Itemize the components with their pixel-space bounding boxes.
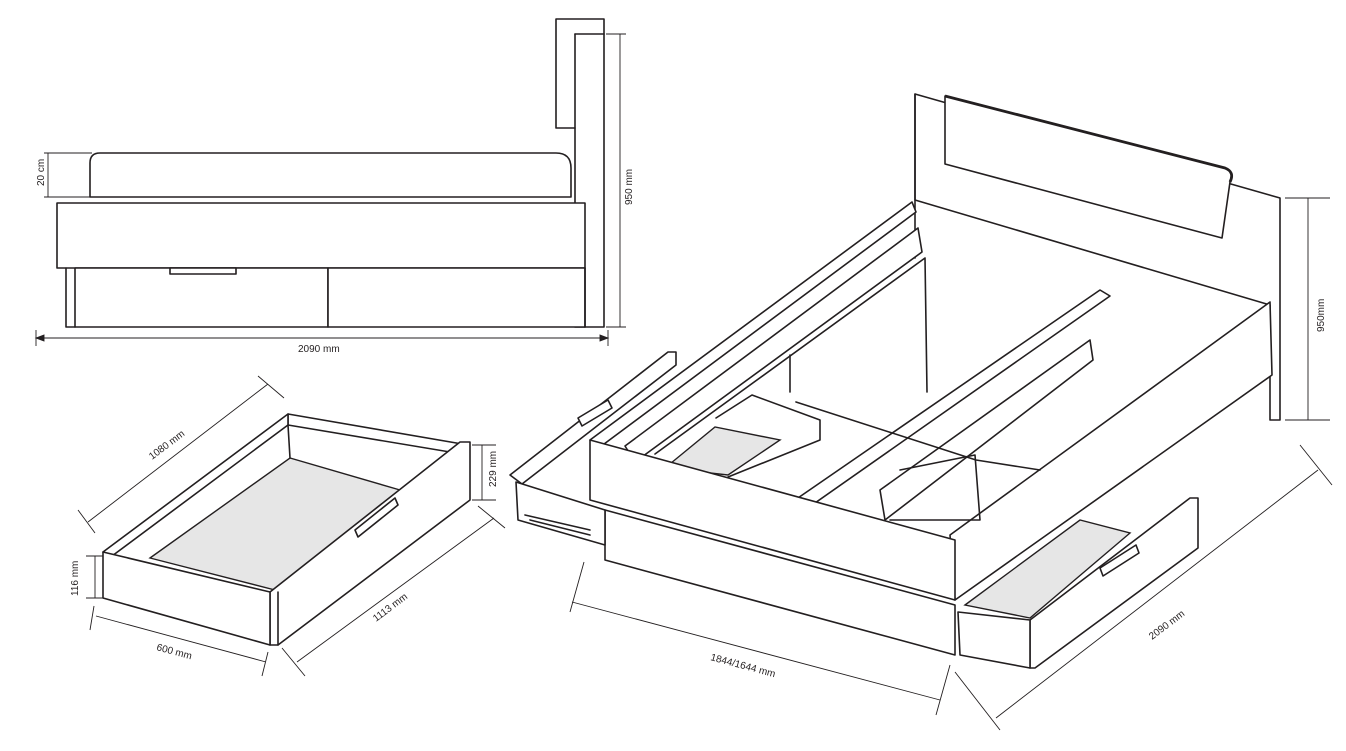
bed-right-rail: [949, 301, 1273, 601]
side-mattress: [89, 152, 572, 198]
dim-side-height: 950 mm: [624, 169, 635, 205]
bed-right-drawer-face: [957, 611, 1031, 669]
dim-drawer-depth: 1080 mm: [147, 429, 187, 463]
side-drawer-right: [327, 267, 586, 328]
dim-bed-height: 950mm: [1316, 299, 1327, 332]
bed-left-drawer-handle[interactable]: [577, 399, 613, 427]
dim-mattress-height: 20 cm: [36, 159, 47, 186]
bed-center-support: [879, 339, 1094, 521]
side-drawer-left: [74, 267, 329, 328]
bed-left-rail-inner: [624, 227, 923, 463]
bed-left-rail-outer: [589, 201, 917, 451]
dim-drawer-inner-height: 116 mm: [70, 561, 81, 596]
dim-bed-width: 1844/1644 mm: [709, 652, 776, 680]
dim-side-length: 2090 mm: [298, 344, 340, 355]
drawer-handle[interactable]: [354, 497, 399, 538]
side-frame-rail: [56, 202, 586, 269]
side-view: 20 cm 950 mm 2090 mm: [34, 18, 635, 355]
dim-drawer-outer-length: 1113 mm: [371, 591, 410, 624]
drawer-view: 1080 mm 1113 mm 600 mm 229 mm 116 mm: [70, 375, 506, 677]
drawer-front-face: [102, 551, 271, 646]
dim-bed-length: 2090 mm: [1147, 609, 1187, 643]
side-drawer-handle: [169, 267, 237, 275]
bed-view: 950mm 2090 mm 1844/1644 mm: [509, 93, 1333, 731]
bed-right-drawer-bottom: [963, 519, 1132, 619]
bed-right-drawer-handle[interactable]: [1099, 544, 1140, 577]
dim-drawer-front-height: 229 mm: [488, 451, 499, 487]
bed-footboard: [589, 439, 956, 601]
dim-drawer-width: 600 mm: [155, 642, 193, 662]
